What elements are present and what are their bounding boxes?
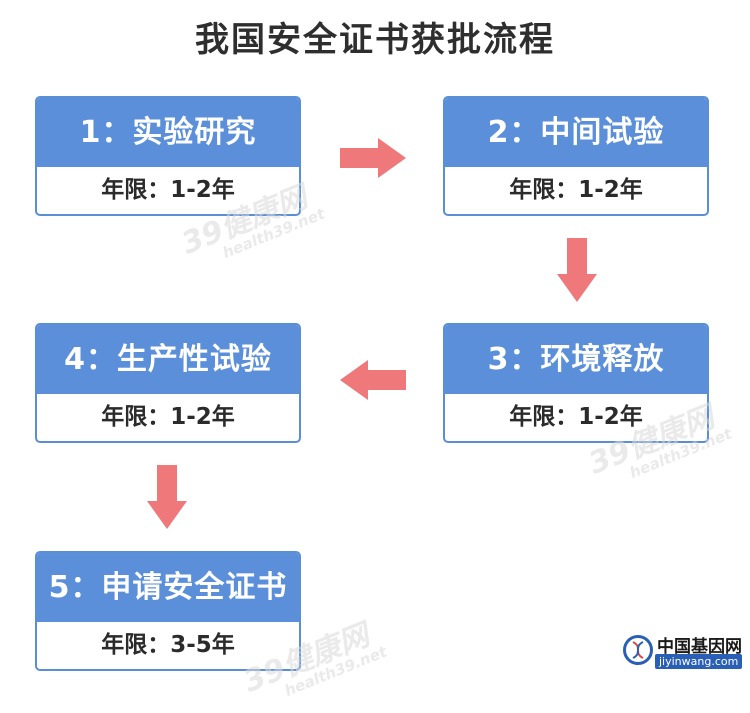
- step-box-3: 3：环境释放 年限：1-2年: [443, 323, 709, 443]
- arrow-right-icon: [340, 138, 406, 178]
- step-box-5: 5：申请安全证书 年限：3-5年: [35, 551, 301, 671]
- step-duration: 年限：1-2年: [101, 404, 235, 430]
- step-box-4: 4：生产性试验 年限：1-2年: [35, 323, 301, 443]
- brand-name: 中国基因网: [657, 637, 742, 657]
- step-label: 4：生产性试验: [37, 325, 299, 394]
- brand-logo-block: 中国基因网 jiyinwang.com: [623, 632, 743, 670]
- step-duration: 年限：1-2年: [509, 177, 643, 203]
- arrow-down-icon: [557, 238, 597, 302]
- step-duration: 年限：3-5年: [101, 632, 235, 658]
- step-label: 1：实验研究: [37, 98, 299, 167]
- dna-logo-icon: [623, 635, 653, 665]
- step-box-2: 2：中间试验 年限：1-2年: [443, 96, 709, 216]
- page-title: 我国安全证书获批流程: [195, 20, 555, 60]
- brand-url: jiyinwang.com: [655, 654, 743, 669]
- step-label: 3：环境释放: [445, 325, 707, 394]
- step-label: 5：申请安全证书: [37, 553, 299, 622]
- step-duration: 年限：1-2年: [101, 177, 235, 203]
- step-box-1: 1：实验研究 年限：1-2年: [35, 96, 301, 216]
- step-duration: 年限：1-2年: [509, 404, 643, 430]
- arrow-left-icon: [340, 360, 406, 400]
- arrow-down-icon: [147, 465, 187, 529]
- step-label: 2：中间试验: [445, 98, 707, 167]
